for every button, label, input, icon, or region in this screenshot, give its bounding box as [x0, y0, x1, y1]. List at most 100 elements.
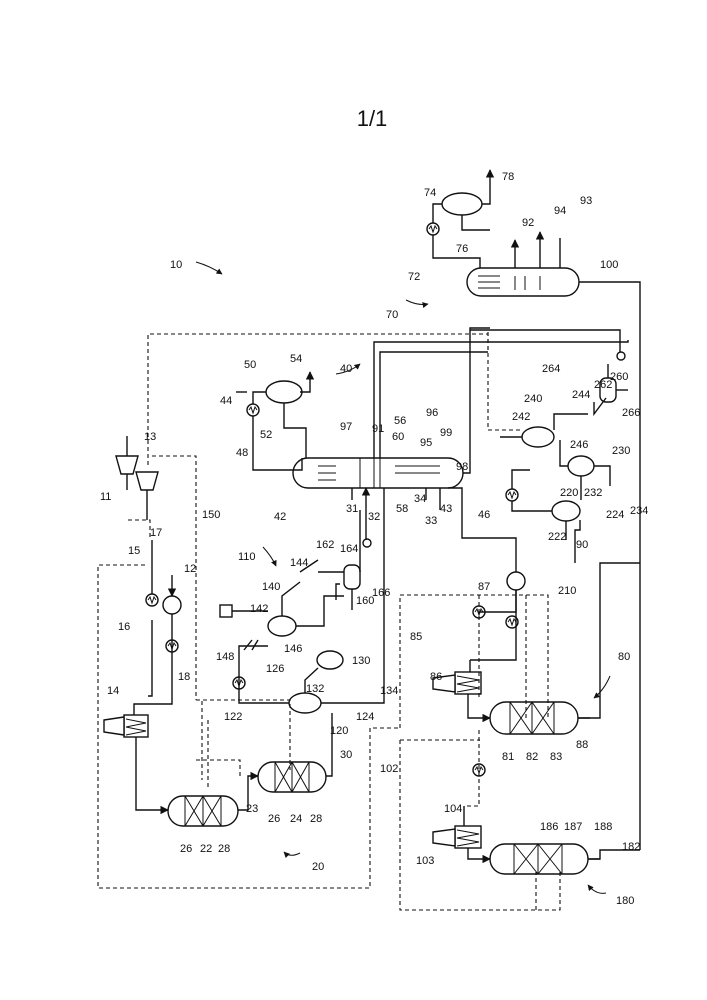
fractionation-column-40: [293, 458, 463, 488]
label-130: 130: [352, 655, 370, 667]
separator-240: [522, 427, 554, 447]
label-80: 80: [618, 651, 630, 663]
label-12: 12: [184, 563, 196, 575]
label-124: 124: [356, 711, 374, 723]
label-87: 87: [478, 581, 490, 593]
label-210: 210: [558, 585, 576, 597]
label-31: 31: [346, 503, 358, 515]
separator-130: [317, 651, 343, 669]
label-58: 58: [396, 503, 408, 515]
label-246: 246: [570, 439, 588, 451]
stripper-160: [344, 565, 360, 589]
label-93: 93: [580, 195, 592, 207]
label-232: 232: [584, 487, 602, 499]
label-164: 164: [340, 543, 358, 555]
label-144: 144: [290, 557, 308, 569]
label-146: 146: [284, 643, 302, 655]
label-44: 44: [220, 395, 232, 407]
label-126: 126: [266, 663, 284, 675]
label-86: 86: [430, 671, 442, 683]
label-54: 54: [290, 353, 302, 365]
exchanger-260: [617, 352, 625, 360]
exchanger-44: [247, 404, 259, 416]
label-28a: 28: [218, 843, 230, 855]
label-52: 52: [260, 429, 272, 441]
label-180: 180: [616, 895, 634, 907]
label-74: 74: [424, 187, 436, 199]
label-104: 104: [444, 803, 462, 815]
label-266: 266: [622, 407, 640, 419]
fractionation-column-70: [467, 268, 579, 296]
label-10: 10: [170, 259, 182, 271]
label-110: 110: [238, 551, 256, 563]
label-42: 42: [274, 511, 286, 523]
exchanger-72: [427, 223, 439, 235]
compressor-150: [136, 472, 158, 490]
label-23: 23: [246, 803, 258, 815]
pump-12: [163, 596, 181, 614]
reactor-180: [490, 844, 588, 874]
label-13: 13: [144, 431, 156, 443]
label-16: 16: [118, 621, 130, 633]
label-222: 222: [548, 531, 566, 543]
label-122: 122: [224, 711, 242, 723]
label-15: 15: [128, 545, 140, 557]
label-120: 120: [330, 725, 348, 737]
heater-104: [433, 826, 481, 848]
label-99: 99: [440, 427, 452, 439]
label-97: 97: [340, 421, 352, 433]
label-60: 60: [392, 431, 404, 443]
label-242: 242: [512, 411, 530, 423]
label-90: 90: [576, 539, 588, 551]
label-264: 264: [542, 363, 560, 375]
label-48: 48: [236, 447, 248, 459]
label-32: 32: [368, 511, 380, 523]
label-234: 234: [630, 505, 648, 517]
label-142: 142: [250, 603, 268, 615]
label-182: 182: [622, 841, 640, 853]
label-26b: 26: [268, 813, 280, 825]
receiver-50: [266, 381, 302, 403]
separator-220: [552, 501, 580, 521]
label-30: 30: [340, 749, 352, 761]
label-40: 40: [340, 363, 352, 375]
label-95: 95: [420, 437, 432, 449]
label-240: 240: [524, 393, 542, 405]
label-134: 134: [380, 685, 398, 697]
label-43: 43: [440, 503, 452, 515]
label-22: 22: [200, 843, 212, 855]
label-20: 20: [312, 861, 324, 873]
label-244: 244: [572, 389, 590, 401]
label-186: 186: [540, 821, 558, 833]
separator-232: [568, 456, 594, 476]
label-96: 96: [426, 407, 438, 419]
label-72: 72: [408, 271, 420, 283]
label-260: 260: [610, 371, 628, 383]
label-262: 262: [594, 379, 612, 391]
exchanger-220: [506, 489, 518, 501]
label-28b: 28: [310, 813, 322, 825]
label-18: 18: [178, 671, 190, 683]
label-76: 76: [456, 243, 468, 255]
label-148: 148: [216, 651, 234, 663]
label-102: 102: [380, 763, 398, 775]
separator-120: [289, 693, 321, 713]
reactor-80: [490, 702, 578, 734]
reactor-24: [258, 762, 326, 792]
pump-46: [507, 572, 525, 590]
exchanger-164: [363, 539, 371, 547]
label-187: 187: [564, 821, 582, 833]
label-46: 46: [478, 509, 490, 521]
label-26a: 26: [180, 843, 192, 855]
exchanger-16: [146, 594, 158, 606]
sheet-number: 1/1: [357, 106, 388, 131]
label-166: 166: [372, 587, 390, 599]
label-188: 188: [594, 821, 612, 833]
label-162: 162: [316, 539, 334, 551]
label-94: 94: [554, 205, 566, 217]
label-98: 98: [456, 461, 468, 473]
label-85: 85: [410, 631, 422, 643]
label-56: 56: [394, 415, 406, 427]
label-14: 14: [107, 685, 119, 697]
compressor-13: [116, 456, 138, 474]
